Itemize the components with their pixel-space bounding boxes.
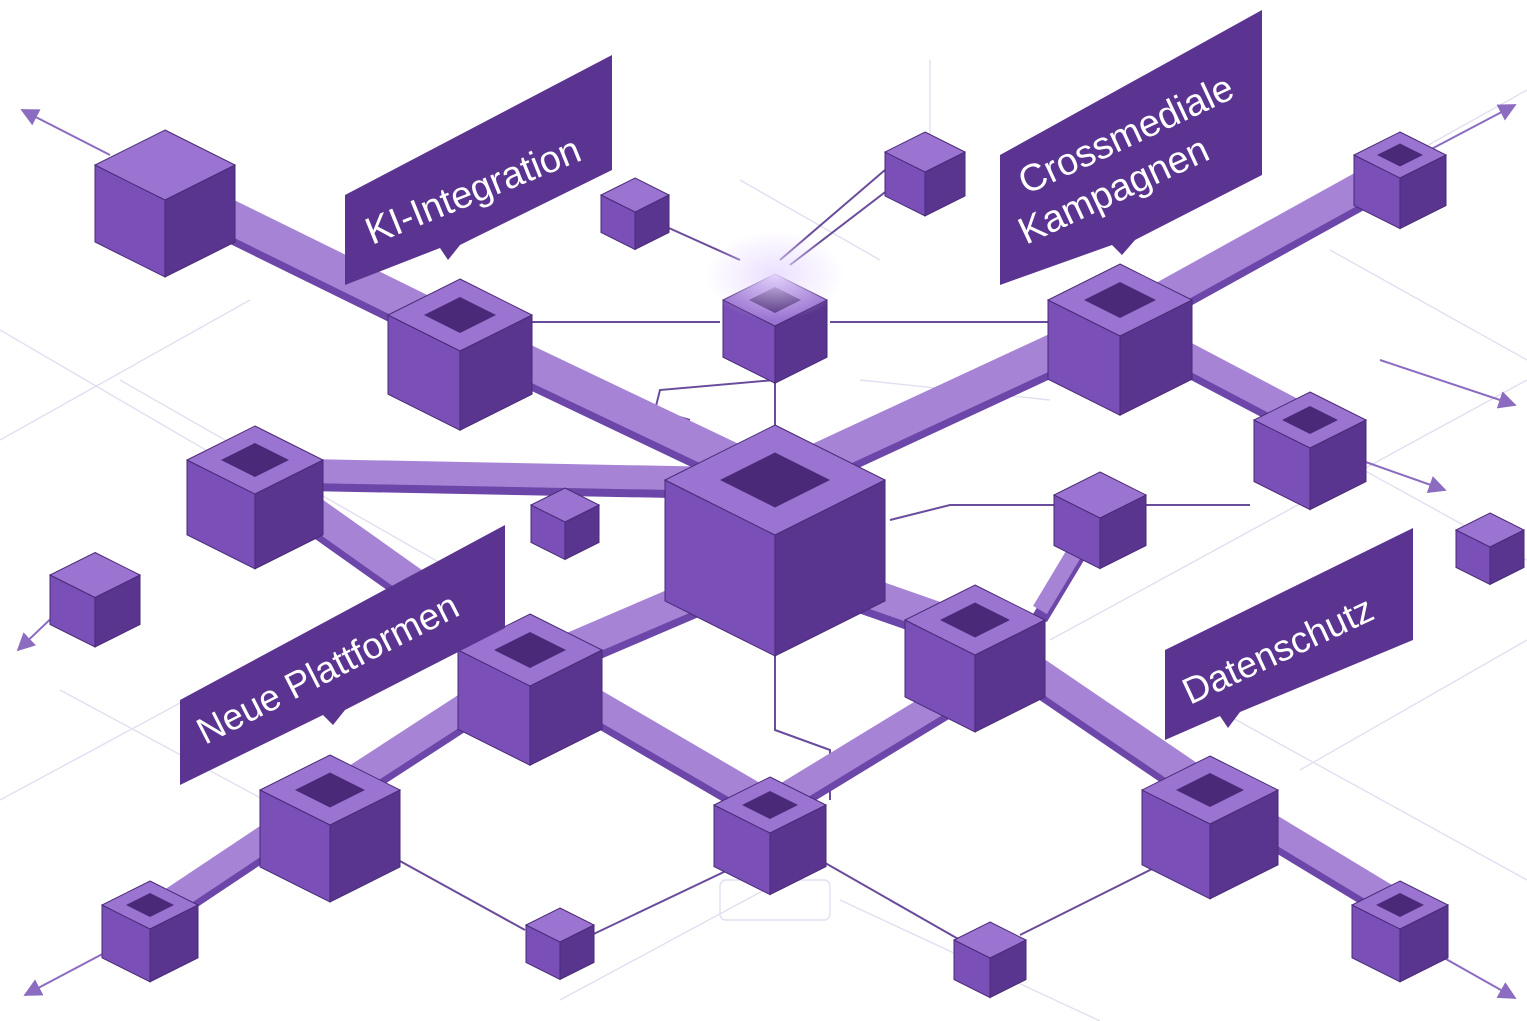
hollow-cube-node bbox=[185, 425, 325, 570]
cube-node bbox=[1052, 471, 1148, 570]
hollow-cube-node bbox=[1352, 131, 1448, 230]
cubes bbox=[48, 129, 1526, 999]
hollow-cube-node bbox=[1046, 263, 1194, 417]
cube-node bbox=[524, 907, 596, 981]
label-crossmediale-kampagnen: Crossmediale Kampagnen bbox=[1000, 10, 1262, 285]
hollow-cube-node bbox=[663, 424, 887, 657]
labels: KI-Integration Crossmediale Kampagnen Ne… bbox=[180, 10, 1413, 785]
hollow-cube-node bbox=[1350, 880, 1450, 983]
label-ki-integration: KI-Integration bbox=[345, 55, 612, 285]
cube-node bbox=[883, 131, 967, 217]
hollow-cube-node bbox=[712, 776, 828, 896]
beam bbox=[254, 458, 776, 500]
hollow-cube-node bbox=[258, 754, 402, 903]
beam bbox=[452, 314, 783, 504]
cube-node bbox=[599, 177, 671, 251]
top-hub bbox=[705, 230, 845, 320]
beam bbox=[767, 304, 1128, 504]
hollow-cube-node bbox=[903, 584, 1047, 733]
label-neue-plattformen: Neue Plattformen bbox=[180, 525, 505, 785]
cube-node bbox=[48, 551, 142, 648]
hollow-cube-node bbox=[100, 880, 200, 983]
cube-node bbox=[952, 921, 1028, 999]
hollow-cube-node bbox=[1140, 755, 1280, 900]
cube-node bbox=[93, 129, 237, 278]
hollow-cube-node bbox=[386, 278, 534, 432]
hollow-cube-node bbox=[1252, 391, 1368, 511]
cube-node bbox=[529, 487, 601, 561]
label-datenschutz: Datenschutz bbox=[1165, 528, 1413, 740]
hollow-cube-node bbox=[456, 613, 604, 767]
cube-node bbox=[1454, 512, 1526, 586]
beam bbox=[1112, 151, 1408, 342]
